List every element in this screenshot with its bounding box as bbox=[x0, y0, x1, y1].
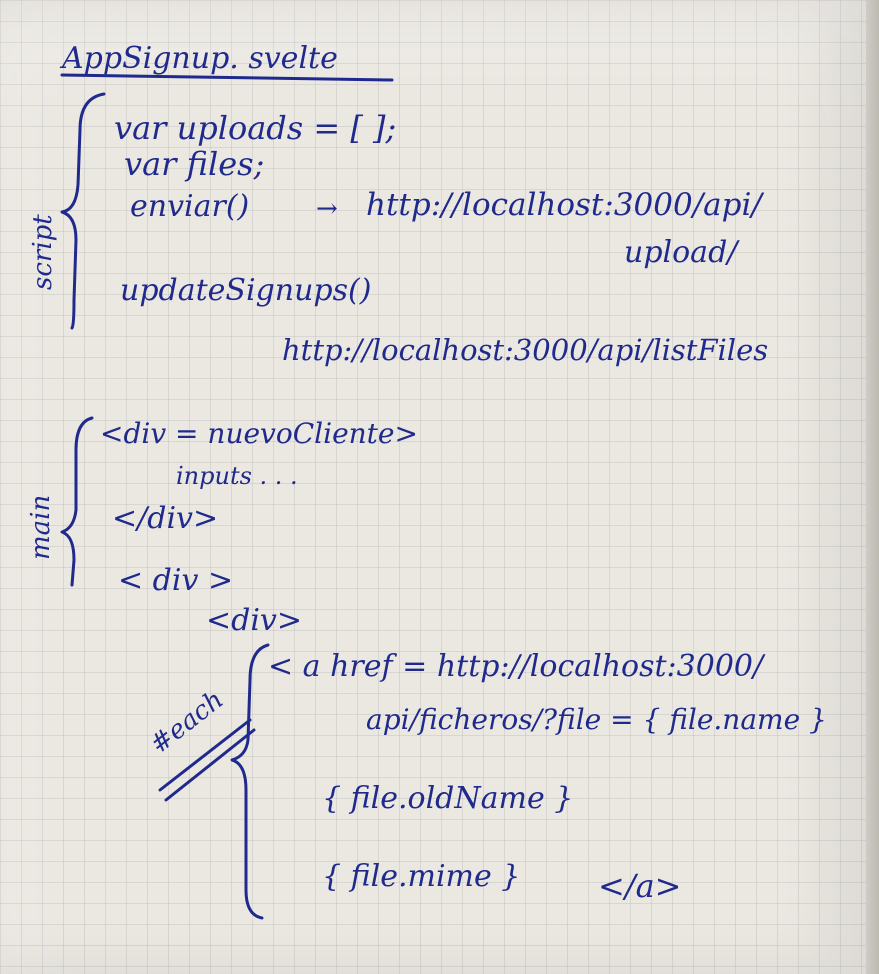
page-title: AppSignup. svelte bbox=[62, 41, 338, 76]
main-section-label: main bbox=[26, 494, 56, 560]
page-edge bbox=[866, 0, 879, 974]
upload-url-continuation: upload/ bbox=[624, 235, 738, 270]
div-outer-open: < div > bbox=[118, 563, 234, 598]
script-line-uploads: var uploads = [ ]; bbox=[114, 109, 397, 147]
div-nuevo-cliente-open: <div = nuevoCliente> bbox=[100, 417, 418, 450]
main-bracket bbox=[60, 416, 94, 587]
each-bracket bbox=[230, 643, 270, 920]
each-slash-2 bbox=[164, 728, 256, 802]
inputs-placeholder: inputs . . . bbox=[176, 462, 298, 490]
anchor-href-line: < a href = http://localhost:3000/ bbox=[268, 649, 764, 684]
script-line-enviar: enviar() bbox=[130, 189, 250, 224]
each-slash-1 bbox=[158, 718, 252, 792]
anchor-close: </a> bbox=[598, 867, 682, 905]
file-mime: { file.mime } bbox=[322, 859, 521, 894]
list-files-url: http://localhost:3000/api/listFiles bbox=[282, 333, 769, 367]
script-line-update-signups: updateSignups() bbox=[120, 273, 372, 308]
file-old-name: { file.oldName } bbox=[322, 781, 574, 816]
title-underline bbox=[60, 73, 394, 82]
upload-url: http://localhost:3000/api/ bbox=[366, 187, 762, 223]
script-section-label: script bbox=[28, 214, 58, 290]
anchor-href-continuation: api/ficheros/?file = { file.name } bbox=[366, 703, 827, 736]
div-inner-open: <div> bbox=[206, 603, 303, 638]
script-bracket bbox=[60, 92, 106, 330]
arrow-icon: → bbox=[316, 194, 338, 224]
div-nuevo-cliente-close: </div> bbox=[112, 501, 219, 536]
script-line-files: var files; bbox=[124, 145, 265, 183]
